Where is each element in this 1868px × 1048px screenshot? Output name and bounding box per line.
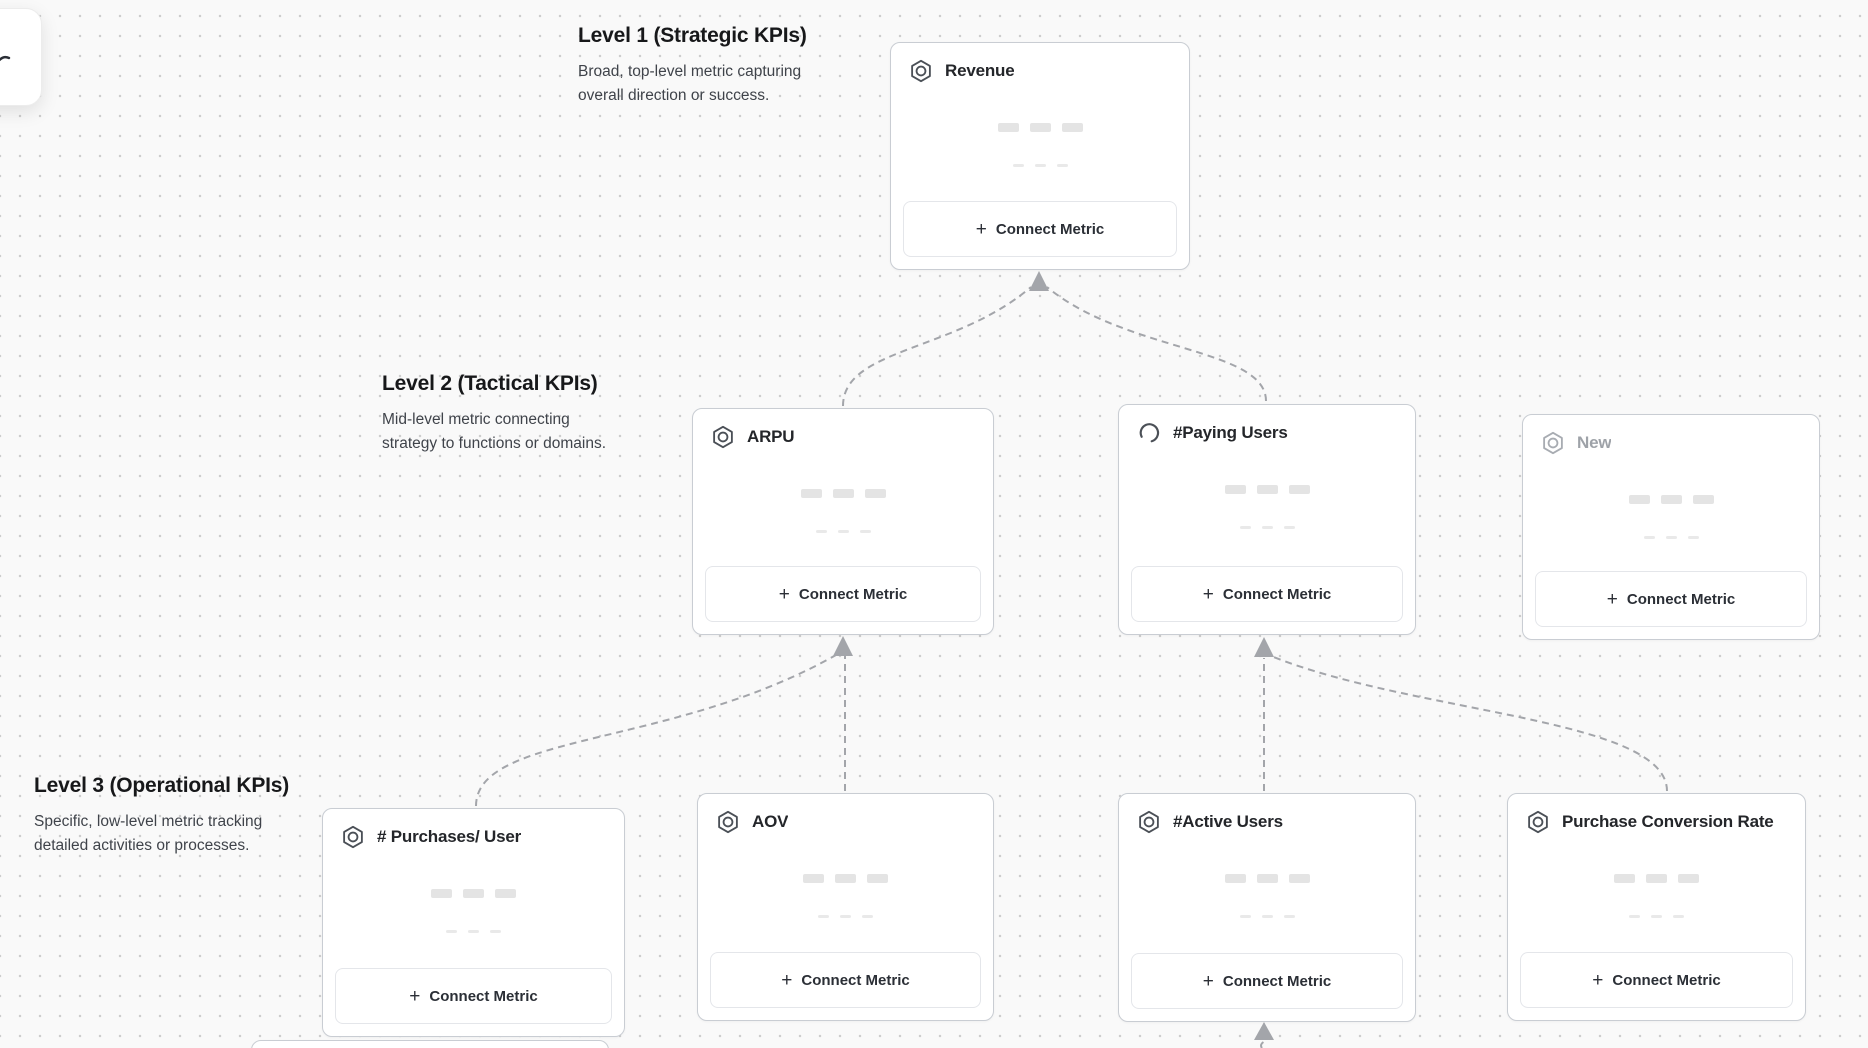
connect-metric-button[interactable]: + Connect Metric: [1535, 571, 1807, 627]
level-description: Mid-level metric connecting strategy to …: [382, 411, 607, 452]
connect-metric-label: Connect Metric: [995, 220, 1105, 238]
arrowhead-paying-users: [1254, 637, 1274, 657]
connect-metric-button[interactable]: + Connect Metric: [710, 952, 981, 1008]
hexagon-node-icon: [1540, 430, 1566, 456]
connector-arpu-revenue: [842, 286, 1032, 407]
hexagon-node-icon: [340, 824, 366, 850]
level-title: Level 2 (Tactical KPIs): [382, 372, 598, 395]
hexagon-node-icon: [715, 809, 741, 835]
metric-card-title: Revenue: [945, 61, 1015, 80]
level-description: Broad, top-level metric capturing overal…: [578, 63, 802, 104]
connect-metric-button[interactable]: + Connect Metric: [1520, 952, 1793, 1008]
connect-metric-label: Connect Metric: [1612, 971, 1721, 989]
level-3-label: Level 3 (Operational KPIs) Specific, low…: [34, 774, 289, 858]
connect-metric-button[interactable]: + Connect Metric: [1131, 953, 1403, 1009]
metric-card-arpu[interactable]: ARPU + Connect Metric: [692, 408, 994, 635]
plus-icon: +: [975, 218, 987, 240]
metric-card-title: # Purchases/ User: [377, 827, 522, 846]
loading-spinner-icon: [1136, 420, 1162, 446]
level-title: Level 1 (Strategic KPIs): [578, 24, 807, 47]
connector-purchases-arpu: [475, 654, 837, 807]
metric-card-title: AOV: [752, 812, 789, 831]
plus-icon: +: [1202, 970, 1214, 992]
metric-card-active-users[interactable]: #Active Users + Connect Metric: [1118, 793, 1416, 1022]
arrowhead-revenue: [1029, 271, 1049, 291]
metric-card-revenue[interactable]: Revenue + Connect Metric: [890, 42, 1190, 270]
metric-card-purchases-per-user[interactable]: # Purchases/ User + Connect Metric: [322, 808, 625, 1037]
connect-metric-button[interactable]: + Connect Metric: [335, 968, 612, 1024]
connect-metric-button[interactable]: + Connect Metric: [903, 201, 1177, 257]
metric-card-title: Purchase Conversion Rate: [1562, 812, 1774, 831]
connect-metric-button[interactable]: + Connect Metric: [705, 566, 981, 622]
connector-pcr-paying-users: [1270, 655, 1668, 792]
level-1-label: Level 1 (Strategic KPIs) Broad, top-leve…: [578, 24, 807, 108]
connector-paying-users-revenue: [1046, 286, 1267, 402]
plus-icon: +: [1202, 583, 1214, 605]
connect-metric-label: Connect Metric: [1222, 585, 1332, 603]
hexagon-node-icon: [908, 58, 934, 84]
metric-card-title: #Paying Users: [1173, 423, 1288, 442]
metric-card-partial-offscreen[interactable]: [251, 1040, 609, 1048]
arrowhead-active-users: [1254, 1022, 1274, 1040]
hexagon-node-icon: [1136, 809, 1162, 835]
metric-card-title: ARPU: [747, 427, 795, 446]
plus-icon: +: [781, 969, 793, 991]
connect-metric-label: Connect Metric: [1222, 972, 1332, 990]
plus-icon: +: [409, 985, 421, 1007]
metric-card-new[interactable]: New + Connect Metric: [1522, 414, 1820, 640]
plus-icon: +: [1606, 588, 1618, 610]
metric-card-purchase-conversion-rate[interactable]: Purchase Conversion Rate + Connect Metri…: [1507, 793, 1806, 1021]
connect-metric-label: Connect Metric: [429, 987, 538, 1005]
floating-toolbar-panel[interactable]: [0, 8, 42, 106]
connect-metric-label: Connect Metric: [801, 971, 910, 989]
arrowhead-arpu: [833, 636, 853, 656]
plus-icon: +: [778, 583, 790, 605]
connector-offscreen-active-users: [1260, 1040, 1266, 1048]
metric-card-title: #Active Users: [1173, 812, 1283, 831]
level-description: Specific, low-level metric tracking deta…: [34, 813, 263, 854]
metric-card-paying-users[interactable]: #Paying Users + Connect Metric: [1118, 404, 1416, 635]
level-title: Level 3 (Operational KPIs): [34, 774, 290, 797]
plus-icon: +: [1592, 969, 1604, 991]
metric-card-title: New: [1577, 433, 1612, 452]
metric-card-aov[interactable]: AOV + Connect Metric: [697, 793, 994, 1021]
connect-metric-button[interactable]: + Connect Metric: [1131, 566, 1403, 622]
connect-metric-label: Connect Metric: [798, 585, 908, 603]
hexagon-node-icon: [1525, 809, 1551, 835]
connect-metric-label: Connect Metric: [1626, 590, 1736, 608]
level-2-label: Level 2 (Tactical KPIs) Mid-level metric…: [382, 372, 606, 456]
hexagon-node-icon: [710, 424, 736, 450]
